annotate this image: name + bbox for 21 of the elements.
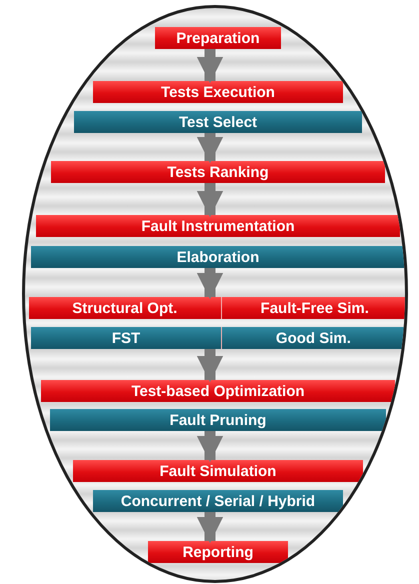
detail-band: Fault Pruning xyxy=(50,409,386,431)
down-arrow xyxy=(196,431,224,462)
process-band: Fault Simulation xyxy=(73,460,363,482)
down-arrow xyxy=(196,183,224,218)
process-band: Tests Ranking xyxy=(50,161,386,183)
process-band: Fault Instrumentation xyxy=(36,215,400,237)
process-band: Tests Execution xyxy=(93,81,343,103)
process-band: Fault-Free Sim. xyxy=(221,297,405,319)
detail-band: Elaboration xyxy=(31,246,405,268)
process-band: Test-based Optimization xyxy=(41,380,395,402)
detail-band: Test Select xyxy=(74,111,362,133)
down-arrow xyxy=(196,133,224,164)
process-band: Preparation xyxy=(155,27,281,49)
down-arrow xyxy=(196,512,224,544)
detail-band: FST xyxy=(31,327,221,349)
detail-band: Concurrent / Serial / Hybrid xyxy=(92,490,344,512)
down-arrow xyxy=(196,268,224,300)
down-arrow xyxy=(196,349,224,382)
detail-band: Good Sim. xyxy=(221,327,405,349)
process-band: Reporting xyxy=(148,541,288,563)
process-band: Structural Opt. xyxy=(28,297,221,319)
